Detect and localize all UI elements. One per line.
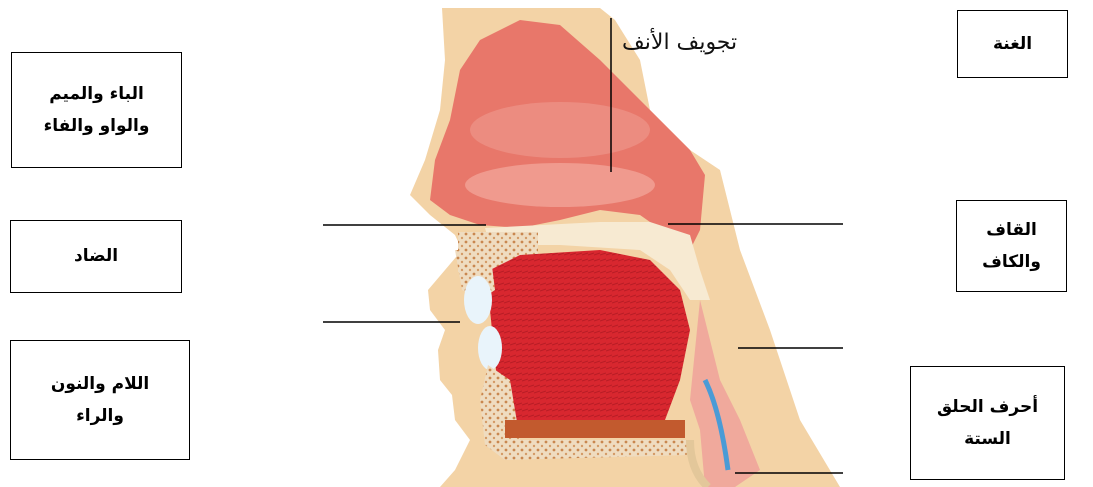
- label-box-throat-letters: أحرف الحلق الستة: [910, 366, 1065, 480]
- nasal-cavity-label: تجويف الأنف: [622, 30, 737, 55]
- lam-nun-line1: اللام والنون: [51, 368, 149, 400]
- throat-line1: أحرف الحلق: [937, 391, 1038, 423]
- label-box-qaf-kaf: القاف والكاف: [956, 200, 1067, 292]
- label-box-ghunna: الغنة: [957, 10, 1068, 78]
- throat-line2: الستة: [937, 423, 1038, 455]
- nasal-concha-lower: [465, 163, 655, 207]
- lower-tooth: [478, 326, 502, 370]
- qaf-kaf-line2: والكاف: [982, 246, 1041, 278]
- floor-of-mouth: [505, 420, 685, 438]
- tongue: [490, 250, 690, 430]
- upper-tooth: [464, 276, 492, 324]
- ba-mim-line1: الباء والميم: [44, 78, 150, 110]
- dad-text: الضاد: [74, 240, 118, 272]
- label-box-dad: الضاد: [10, 220, 182, 293]
- nasal-concha-upper: [470, 102, 650, 158]
- qaf-kaf-line1: القاف: [982, 214, 1041, 246]
- ghunna-text: الغنة: [993, 28, 1032, 60]
- ba-mim-line2: والواو والفاء: [44, 110, 150, 142]
- lam-nun-line2: والراء: [51, 400, 149, 432]
- label-box-lam-nun-ra: اللام والنون والراء: [10, 340, 190, 460]
- label-box-ba-mim-waw-fa: الباء والميم والواو والفاء: [11, 52, 182, 168]
